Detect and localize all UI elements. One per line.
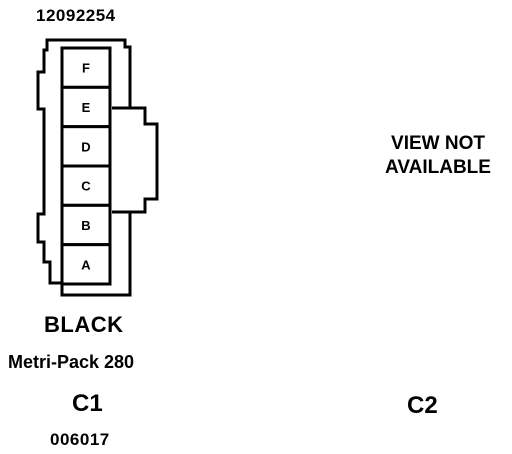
connector-c2-view-note: VIEW NOT AVAILABLE [385,133,491,178]
cavity-label-d: D [81,139,90,154]
cavity-a [60,243,112,286]
connector-series-label: Metri-Pack 280 [8,352,135,372]
cavity-label-f: F [82,61,90,76]
connector-c2-label: C2 [407,392,438,419]
cavity-c [60,164,112,207]
cavity-e [60,85,112,129]
connector-latch [112,106,159,214]
connector-c1-code: 006017 [50,430,110,449]
connector-c1-label: C1 [72,390,103,417]
connector-part-number: 12092254 [36,6,116,25]
cavity-label-e: E [82,100,91,115]
connector-color-label: BLACK [44,312,124,337]
cavity-label-b: B [81,218,90,233]
cavity-label-c: C [81,179,91,194]
cavity-label-a: A [81,257,91,272]
